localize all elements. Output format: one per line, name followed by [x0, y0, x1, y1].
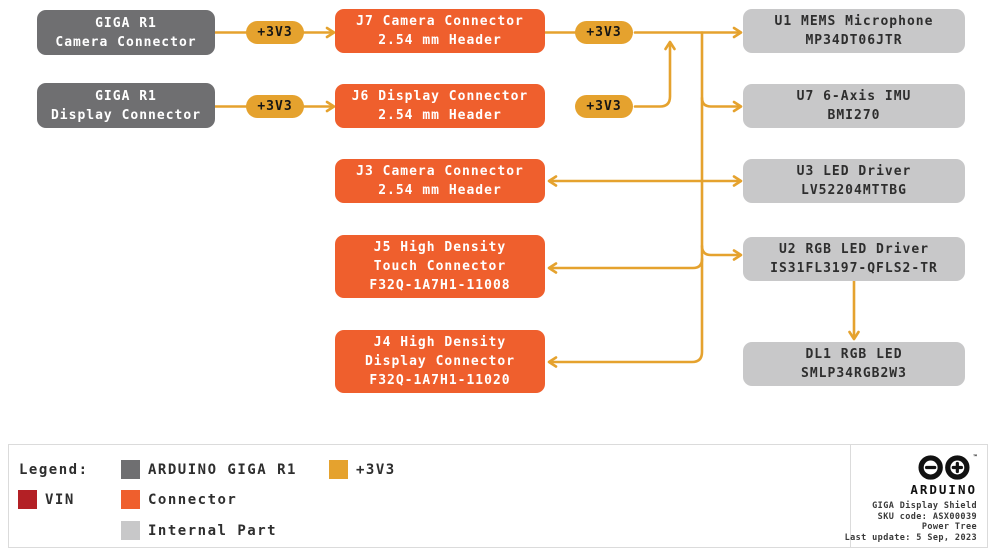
line-j6-rail-up: [633, 40, 676, 108]
rail-badge-3v3: +3V3: [575, 21, 633, 44]
info-line: GIGA Display Shield: [872, 501, 977, 511]
trademark-symbol: ™: [973, 454, 977, 461]
node-line: 2.54 mm Header: [378, 33, 502, 48]
rail-badge-3v3: +3V3: [246, 95, 304, 118]
node-u3: U3 LED Driver LV52204MTTBG: [743, 159, 965, 203]
node-j3: J3 Camera Connector 2.54 mm Header: [335, 159, 545, 203]
legend-swatch-arduino-giga-r1: [121, 460, 140, 479]
node-giga-camera-connector: GIGA R1 Camera Connector: [37, 10, 215, 55]
node-line: MP34DT06JTR: [805, 33, 903, 48]
node-line: F32Q-1A7H1-11020: [369, 373, 511, 388]
node-giga-display-connector: GIGA R1 Display Connector: [37, 83, 215, 128]
node-line: U2 RGB LED Driver: [778, 242, 930, 257]
node-line: F32Q-1A7H1-11008: [369, 278, 511, 293]
line-trunk-j5: [547, 257, 704, 274]
line-trunk-j4: [547, 31, 704, 368]
node-line: GIGA R1: [95, 88, 157, 104]
document-info: GIGA Display Shield SKU code: ASX00039 P…: [807, 501, 977, 543]
node-line: J4 High Density: [373, 335, 507, 350]
node-line: DL1 RGB LED: [805, 347, 903, 362]
node-line: J5 High Density: [373, 240, 507, 255]
node-line: 2.54 mm Header: [378, 108, 502, 123]
node-u7: U7 6-Axis IMU BMI270: [743, 84, 965, 128]
info-line: Power Tree: [921, 522, 977, 532]
node-line: Display Connector: [364, 354, 516, 369]
rail-badge-3v3: +3V3: [575, 95, 633, 118]
legend-swatch-vin: [18, 490, 37, 509]
brand-block: ™ ARDUINO GIGA Display Shield SKU code: …: [807, 453, 977, 543]
node-line: J6 Display Connector: [351, 89, 529, 104]
node-line: U3 LED Driver: [796, 164, 912, 179]
node-j5: J5 High Density Touch Connector F32Q-1A7…: [335, 235, 545, 298]
node-line: LV52204MTTBG: [801, 183, 907, 198]
legend-swatch-3v3: [329, 460, 348, 479]
node-j6: J6 Display Connector 2.54 mm Header: [335, 84, 545, 128]
legend-title: Legend:: [19, 462, 89, 478]
node-line: IS31FL3197-QFLS2-TR: [770, 261, 938, 276]
legend-label-3v3: +3V3: [356, 462, 396, 478]
node-line: SMLP34RGB2W3: [801, 366, 907, 381]
node-line: GIGA R1: [95, 15, 157, 31]
node-line: Display Connector: [50, 107, 202, 123]
line-trunk-u7: [700, 96, 743, 113]
rail-badge-3v3: +3V3: [246, 21, 304, 44]
node-u2: U2 RGB LED Driver IS31FL3197-QFLS2-TR: [743, 237, 965, 281]
legend-swatch-connector: [121, 490, 140, 509]
legend-label-arduino-giga-r1: ARDUINO GIGA R1: [148, 462, 297, 478]
info-line: SKU code: ASX00039: [877, 511, 977, 522]
legend-label-internal-part: Internal Part: [148, 523, 278, 539]
arduino-logo-icon: [918, 455, 970, 480]
node-line: Touch Connector: [373, 259, 507, 274]
node-line: J7 Camera Connector: [356, 14, 524, 29]
node-line: U7 6-Axis IMU: [796, 89, 912, 104]
node-u1: U1 MEMS Microphone MP34DT06JTR: [743, 9, 965, 53]
node-line: J3 Camera Connector: [356, 164, 524, 179]
node-j4: J4 High Density Display Connector F32Q-1…: [335, 330, 545, 393]
line-trunk-u2: [700, 244, 743, 261]
node-line: BMI270: [827, 108, 881, 123]
legend-swatch-internal-part: [121, 521, 140, 540]
info-line: Last update: 5 Sep, 2023: [844, 532, 977, 543]
node-line: U1 MEMS Microphone: [774, 14, 934, 29]
arduino-wordmark: ARDUINO: [910, 482, 977, 497]
legend-panel: Legend: ARDUINO GIGA R1 +3V3 VIN Connect…: [8, 444, 988, 548]
node-j7: J7 Camera Connector 2.54 mm Header: [335, 9, 545, 53]
legend-divider: [850, 445, 851, 547]
node-line: 2.54 mm Header: [378, 183, 502, 198]
node-line: Camera Connector: [55, 34, 197, 50]
legend-label-connector: Connector: [148, 492, 238, 508]
legend-label-vin: VIN: [45, 492, 75, 508]
node-dl1: DL1 RGB LED SMLP34RGB2W3: [743, 342, 965, 386]
